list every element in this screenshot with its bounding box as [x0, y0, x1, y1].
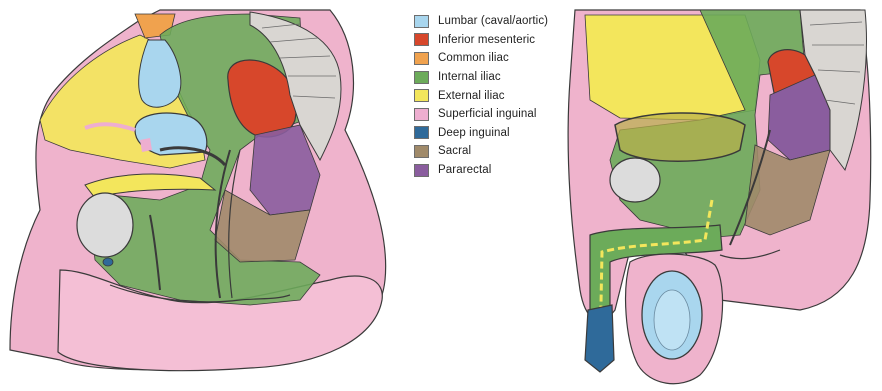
legend-item-lumbar: Lumbar (caval/aortic) [414, 12, 574, 31]
legend-label: Sacral [438, 145, 471, 157]
legend-swatch [414, 15, 429, 28]
legend-label: Internal iliac [438, 71, 501, 83]
legend-swatch [414, 145, 429, 158]
legend-swatch [414, 71, 429, 84]
female-pelvis-section [10, 10, 386, 371]
female-pubic-bone [77, 193, 133, 257]
legend-swatch [414, 108, 429, 121]
male-pelvis-section [568, 10, 871, 384]
legend-label: Common iliac [438, 52, 509, 64]
legend-swatch [414, 89, 429, 102]
legend-item-superficial-inguinal: Superficial inguinal [414, 105, 574, 124]
legend-item-common-iliac: Common iliac [414, 49, 574, 68]
legend-swatch [414, 126, 429, 139]
legend-label: Pararectal [438, 164, 491, 176]
male-testis-inner [654, 290, 690, 350]
legend-label: External iliac [438, 90, 505, 102]
legend-label: Inferior mesenteric [438, 34, 535, 46]
female-deep-inguinal-node [103, 258, 113, 266]
legend-item-internal-iliac: Internal iliac [414, 68, 574, 87]
legend-label: Lumbar (caval/aortic) [438, 15, 548, 27]
legend-item-external-iliac: External iliac [414, 86, 574, 105]
legend-item-sacral: Sacral [414, 142, 574, 161]
male-bladder [615, 113, 745, 161]
legend-swatch [414, 52, 429, 65]
legend-swatch [414, 33, 429, 46]
legend-item-pararectal: Pararectal [414, 161, 574, 180]
male-deep-inguinal-region [585, 305, 614, 372]
female-superficial-inguinal-patch [140, 138, 152, 152]
legend-label: Superficial inguinal [438, 108, 537, 120]
male-pubic-bone [610, 158, 660, 202]
legend-swatch [414, 164, 429, 177]
legend-label: Deep inguinal [438, 127, 510, 139]
legend-item-inferior-mesenteric: Inferior mesenteric [414, 31, 574, 50]
legend: Lumbar (caval/aortic) Inferior mesenteric… [414, 12, 574, 179]
legend-item-deep-inguinal: Deep inguinal [414, 124, 574, 143]
